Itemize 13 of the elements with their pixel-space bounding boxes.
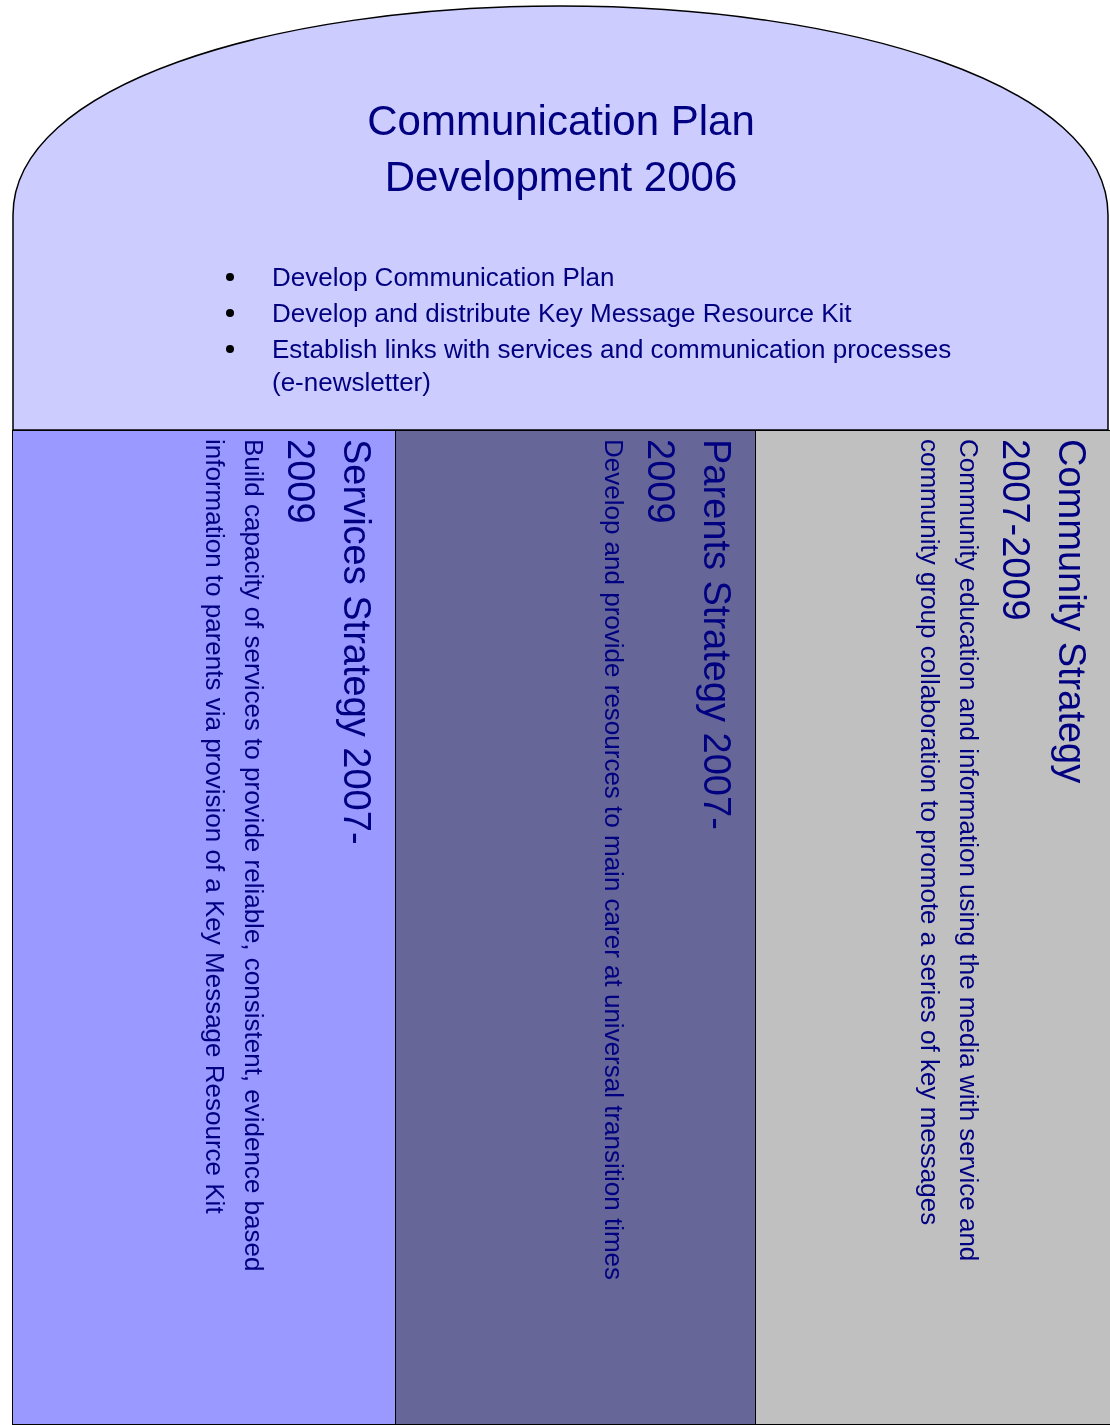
bullet-text: Develop and distribute Key Message Resource Kit	[272, 298, 852, 328]
strategy-column	[12, 430, 396, 1425]
dome-panel	[12, 5, 1110, 430]
column-title: Services Strategy 2007-2009	[279, 439, 379, 847]
column-text: Develop and provide resources to main carer at universal transition times	[598, 439, 630, 1283]
column-title: Community Strategy 2007-2009	[994, 439, 1094, 786]
column-text: Build capacity of services to provide reliable, consistent, evidence based information to parents via provision of a Key Message Resource Kit	[199, 439, 270, 1274]
bullet-text: Develop Communication Plan	[272, 262, 615, 292]
strategy-column	[395, 430, 756, 1425]
strategy-column	[755, 430, 1110, 1425]
column-title: Parents Strategy 2007-2009	[639, 439, 739, 832]
heading: Communication Plan Development 2006	[366, 96, 756, 202]
bullet-text: Establish links with services and communication processes (e-newsletter)	[272, 334, 952, 397]
